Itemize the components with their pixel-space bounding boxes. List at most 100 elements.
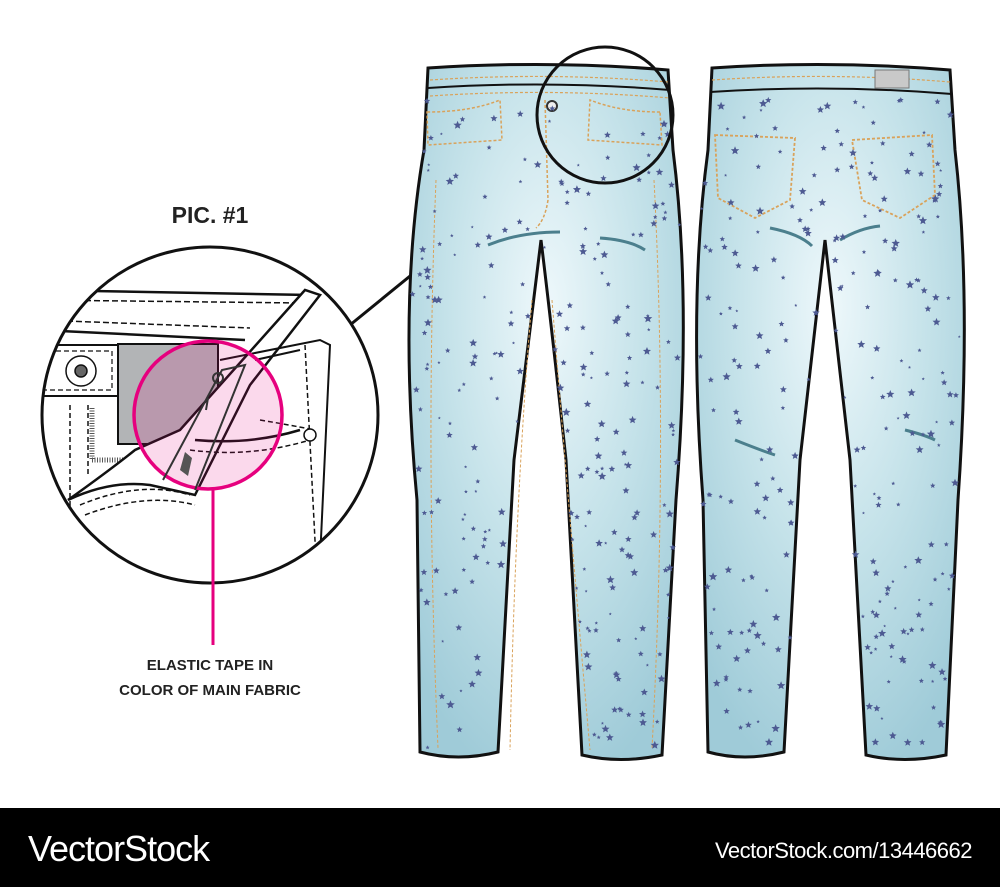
- star-print-icon: [516, 218, 523, 225]
- star-print-icon: [754, 133, 760, 139]
- star-print-icon: [764, 347, 772, 354]
- front-jeans: [407, 62, 685, 761]
- star-print-icon: [415, 465, 423, 473]
- star-print-icon: [759, 99, 768, 108]
- star-print-icon: [622, 379, 631, 388]
- star-print-icon: [948, 419, 956, 426]
- star-print-icon: [639, 624, 647, 632]
- star-print-icon: [843, 395, 847, 399]
- star-print-icon: [667, 421, 676, 429]
- star-print-icon: [886, 679, 891, 684]
- star-print-icon: [450, 233, 454, 238]
- star-print-icon: [873, 647, 878, 651]
- elastic-tape-highlight: [132, 339, 284, 491]
- star-print-icon: [853, 446, 861, 453]
- star-print-icon: [428, 509, 435, 515]
- star-print-icon: [723, 707, 730, 714]
- star-print-icon: [930, 482, 936, 488]
- star-print-icon: [421, 510, 428, 516]
- star-print-icon: [932, 293, 940, 301]
- star-print-icon: [492, 351, 497, 356]
- star-print-icon: [759, 108, 763, 112]
- star-print-icon: [919, 626, 925, 632]
- star-print-icon: [418, 587, 424, 593]
- star-print-icon: [951, 478, 959, 487]
- star-print-icon: [759, 457, 764, 462]
- star-print-icon: [438, 692, 446, 700]
- star-print-icon: [916, 213, 921, 219]
- star-print-icon: [611, 317, 620, 325]
- star-print-icon: [485, 560, 491, 565]
- star-print-icon: [732, 408, 740, 415]
- star-print-icon: [459, 116, 466, 122]
- star-print-icon: [749, 620, 758, 628]
- star-print-icon: [626, 355, 633, 361]
- star-print-icon: [772, 125, 778, 131]
- star-print-icon: [840, 284, 844, 288]
- star-print-icon: [413, 386, 420, 393]
- star-print-icon: [852, 99, 858, 105]
- star-print-icon: [576, 163, 580, 167]
- star-print-icon: [451, 587, 459, 594]
- star-print-icon: [948, 572, 956, 579]
- star-print-icon: [494, 396, 500, 401]
- star-print-icon: [755, 164, 761, 170]
- star-print-icon: [420, 256, 424, 261]
- star-print-icon: [697, 353, 704, 359]
- star-print-icon: [533, 160, 542, 168]
- star-print-icon: [797, 217, 803, 223]
- star-print-icon: [718, 494, 723, 499]
- star-print-icon: [565, 428, 571, 433]
- back-pocket-left: [714, 134, 796, 220]
- star-print-icon: [577, 472, 585, 479]
- star-print-icon: [924, 305, 932, 312]
- star-print-icon: [423, 97, 431, 104]
- star-print-icon: [432, 209, 437, 213]
- star-print-icon: [892, 277, 898, 283]
- star-print-icon: [753, 480, 761, 487]
- star-print-pattern: [409, 96, 961, 750]
- star-print-icon: [920, 432, 926, 437]
- star-print-icon: [734, 417, 743, 425]
- star-print-icon: [723, 674, 729, 680]
- star-print-icon: [783, 551, 790, 558]
- star-print-icon: [525, 226, 530, 232]
- star-print-icon: [940, 571, 945, 576]
- star-print-icon: [604, 541, 608, 545]
- star-print-icon: [719, 236, 725, 242]
- star-print-icon: [650, 220, 658, 227]
- star-print-icon: [764, 738, 773, 746]
- star-print-icon: [942, 676, 948, 681]
- star-print-icon: [468, 680, 476, 688]
- star-print-icon: [587, 628, 592, 633]
- star-print-icon: [902, 411, 911, 419]
- star-print-icon: [650, 740, 659, 749]
- star-print-icon: [712, 679, 721, 687]
- star-print-icon: [437, 241, 443, 247]
- star-print-icon: [522, 157, 527, 162]
- star-print-icon: [716, 101, 726, 110]
- star-print-icon: [861, 249, 867, 254]
- star-print-icon: [730, 146, 740, 155]
- star-print-icon: [936, 443, 941, 447]
- star-print-icon: [756, 719, 760, 724]
- star-print-icon: [755, 206, 765, 215]
- star-print-icon: [628, 415, 637, 424]
- star-print-icon: [501, 226, 509, 233]
- star-print-icon: [957, 335, 961, 338]
- star-print-icon: [453, 120, 462, 129]
- star-print-icon: [427, 163, 431, 167]
- star-print-icon: [542, 245, 547, 249]
- star-print-icon: [437, 361, 441, 364]
- star-print-icon: [783, 337, 789, 343]
- star-print-icon: [774, 645, 782, 653]
- star-print-icon: [873, 344, 881, 352]
- star-print-icon: [615, 675, 622, 682]
- star-print-icon: [585, 466, 591, 472]
- star-print-icon: [583, 650, 591, 659]
- star-print-icon: [626, 552, 634, 560]
- star-print-icon: [560, 359, 567, 366]
- star-print-icon: [936, 190, 943, 197]
- star-print-icon: [745, 721, 752, 728]
- star-print-icon: [711, 407, 716, 413]
